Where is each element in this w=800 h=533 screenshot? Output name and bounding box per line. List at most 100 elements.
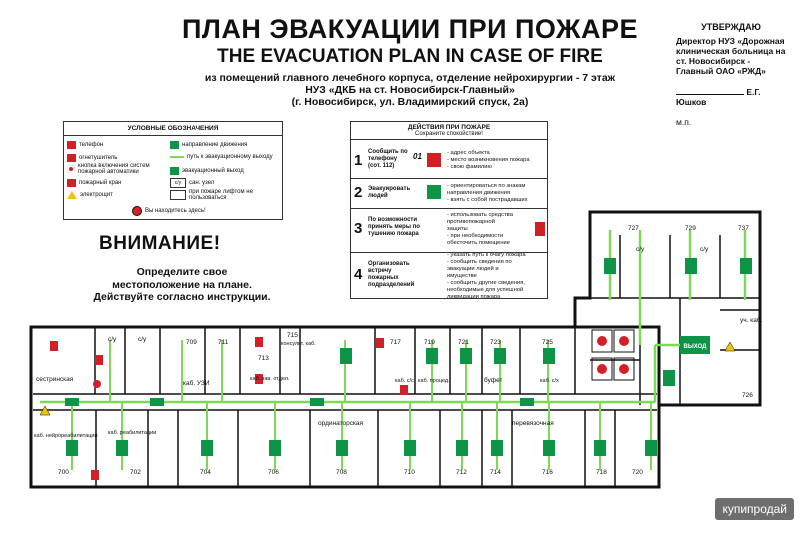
legend-item: электрощит <box>80 191 113 198</box>
room-number: 711 <box>218 339 229 346</box>
exit-sign-icon <box>170 166 179 175</box>
room-number: 717 <box>390 339 401 346</box>
approval-block: УТВЕРЖДАЮ Директор НУЗ «Дорожная клиниче… <box>676 22 786 127</box>
attention-text: Определите свое местоположение на плане.… <box>93 266 271 303</box>
room-label: каб. с/с <box>395 378 414 384</box>
room-number: 729 <box>685 225 696 232</box>
legend-item: кнопка включения систем пожарной автомат… <box>78 162 150 175</box>
approval-signer: Е.Г. Юшков <box>676 87 761 107</box>
room-number: 710 <box>404 469 415 476</box>
legend-here: Вы находитесь здесь! <box>145 207 206 214</box>
room-label: каб. процед. <box>418 378 450 384</box>
room-number: 737 <box>738 225 749 232</box>
fire-hydrant-icon <box>67 178 76 187</box>
extinguisher-icon <box>535 222 545 236</box>
watermark-logo: купипродай <box>715 498 794 520</box>
actions-box: ДЕЙСТВИЯ ПРИ ПОЖАРЕ Сохраните спокойстви… <box>350 121 548 300</box>
signature-line <box>676 86 744 95</box>
step-details: - указать путь к очагу пожара- сообщить … <box>447 252 526 300</box>
room-label: с/у <box>138 336 147 343</box>
room-label: каб. нейрореабилитации <box>34 432 98 439</box>
electric-panel-icon <box>67 190 77 199</box>
room-number: 715 <box>287 332 298 339</box>
room-label: каб. зав. отдел. <box>250 376 290 382</box>
room-label: перевязочная <box>512 420 554 427</box>
room-number: 702 <box>130 469 141 476</box>
step-number: 1 <box>354 152 363 169</box>
room-number: 714 <box>490 469 501 476</box>
exit-sign: ВЫХОД <box>680 336 710 354</box>
attention-heading: ВНИМАНИЕ! <box>99 233 221 254</box>
evac-path-icon <box>170 155 184 158</box>
step-label: Эвакуировать людей <box>368 186 411 199</box>
legend-item: эвакуационный выход <box>182 167 244 174</box>
room-number: 709 <box>186 339 197 346</box>
room-label: консульт. каб. <box>281 341 316 347</box>
step-label: Сообщить по телефону(сот. 112) <box>368 149 408 169</box>
room-label: ординаторская <box>318 420 364 427</box>
room-label: каб. реабилитации <box>108 430 156 436</box>
room-label: с/у <box>636 246 645 253</box>
room-number: 727 <box>628 225 639 232</box>
approval-body: Директор НУЗ «Дорожная клиническая больн… <box>676 36 786 76</box>
step-number: 4 <box>354 266 363 283</box>
legend-box: УСЛОВНЫЕ ОБОЗНАЧЕНИЯ телефон огнетушител… <box>63 121 283 220</box>
phone-icon <box>427 153 441 167</box>
room-label: каб. УЗИ <box>183 379 210 387</box>
room-label: с/у <box>108 336 117 343</box>
actions-title: ДЕЙСТВИЯ ПРИ ПОЖАРЕ <box>407 124 491 131</box>
step-details: - адрес объекта- место возникновения пож… <box>447 150 530 170</box>
approval-stamp: м.п. <box>676 117 692 127</box>
step-label: По возможности принять меры по тушению п… <box>368 217 420 237</box>
wc-icon: с/у <box>170 177 186 188</box>
step-number: 2 <box>354 184 363 201</box>
room-number: 726 <box>742 392 753 399</box>
legend-item: пожарный кран <box>79 179 122 186</box>
legend-item: направление движения <box>182 141 248 148</box>
step-label: Организовать встречу пожарных подразделе… <box>368 261 415 288</box>
emergency-number: 01 <box>413 152 422 161</box>
exit-sign-icon <box>427 185 441 199</box>
action-step: 2 Эвакуировать людей - ориентироваться п… <box>351 178 547 209</box>
legend-item: сан. узел <box>189 179 215 186</box>
exit-label: ВЫХОД <box>684 344 708 350</box>
room-number: 725 <box>542 339 553 346</box>
electric-panel-icon <box>724 341 736 352</box>
phone-icon <box>67 140 76 149</box>
room-number: 723 <box>490 339 501 346</box>
direction-arrow-icon <box>170 140 179 149</box>
alarm-button-icon <box>67 164 75 173</box>
room-number: 716 <box>542 469 553 476</box>
subtitle-1: из помещений главного лечебного корпуса,… <box>204 72 616 84</box>
room-number: 700 <box>58 469 69 476</box>
room-number: 708 <box>336 469 347 476</box>
action-step: 4 Организовать встречу пожарных подразде… <box>351 252 547 300</box>
room-labels: сестринская с/у с/у 709 каб. УЗИ 711 713… <box>34 225 763 476</box>
elevator-icon <box>170 189 186 200</box>
legend-title: УСЛОВНЫЕ ОБОЗНАЧЕНИЯ <box>64 122 282 136</box>
room-label: каб. с/х <box>540 378 559 384</box>
room-label: сестринская <box>36 376 74 383</box>
title-ru: ПЛАН ЭВАКУАЦИИ ПРИ ПОЖАРЕ <box>182 14 638 44</box>
room-label: уч. каб. <box>740 316 763 324</box>
room-number: 719 <box>424 339 435 346</box>
actions-subtitle: Сохраните спокойствие! <box>351 131 547 140</box>
action-step: 3 По возможности принять меры по тушению… <box>351 208 547 253</box>
legend-item: путь к эвакуационному выходу <box>187 153 273 160</box>
electric-panel-icon <box>39 405 51 416</box>
legend-item: телефон <box>79 141 104 148</box>
you-are-here-icon <box>132 205 142 216</box>
subtitle-2: НУЗ «ДКБ на ст. Новосибирск-Главный» <box>305 84 515 96</box>
room-number: 721 <box>458 339 469 346</box>
room-number: 712 <box>456 469 467 476</box>
title-en: THE EVACUATION PLAN IN CASE OF FIRE <box>217 46 603 67</box>
subtitle-3: (г. Новосибирск, ул. Владимирский спуск,… <box>291 96 529 108</box>
room-number: 718 <box>596 469 607 476</box>
step-number: 3 <box>354 220 363 237</box>
room-label: буфет <box>484 376 503 384</box>
fire-safety-icons <box>50 337 408 480</box>
approval-heading: УТВЕРЖДАЮ <box>701 22 761 32</box>
